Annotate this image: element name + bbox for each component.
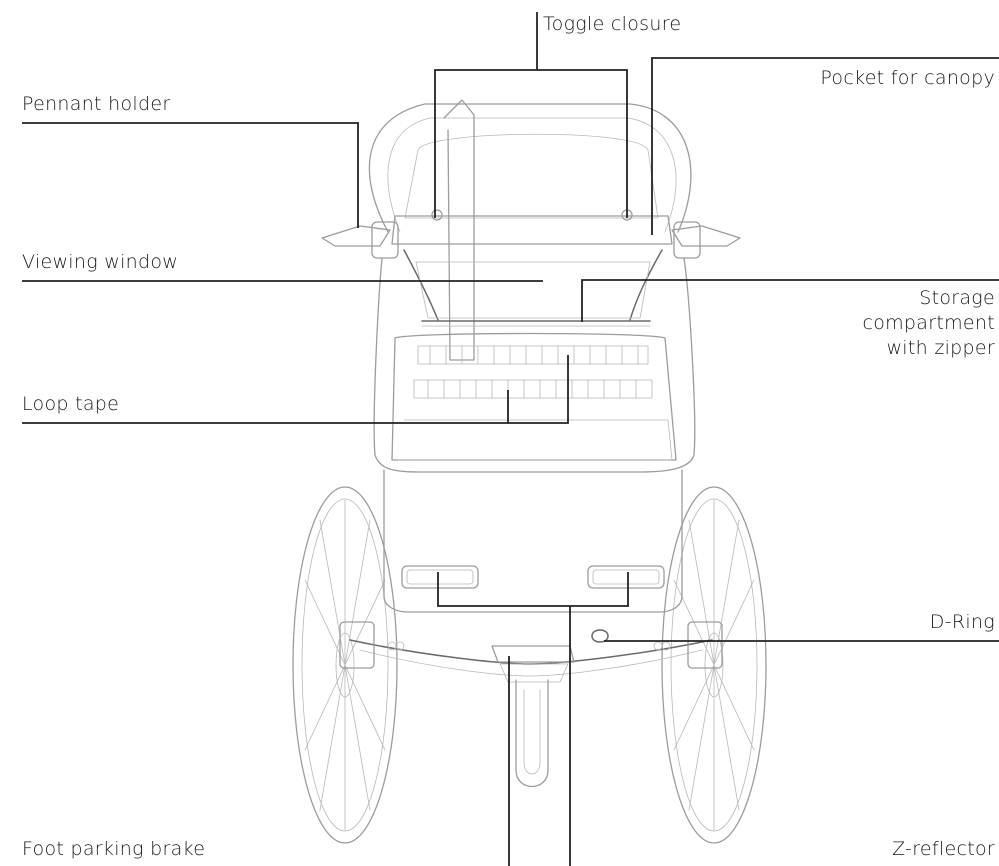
label-storage-line3: with zipper bbox=[886, 337, 995, 359]
label-storage-compartment: Storage compartment with zipper bbox=[862, 286, 995, 361]
pocket-for-canopy-leader bbox=[651, 57, 999, 235]
label-loop-tape: Loop tape bbox=[22, 393, 120, 415]
loop-tape-leader-b bbox=[508, 355, 569, 424]
right-wheel bbox=[661, 486, 767, 844]
label-pennant-holder: Pennant holder bbox=[22, 93, 171, 115]
label-z-reflector: Z-reflector bbox=[892, 838, 995, 860]
pennant-holder-leader bbox=[22, 122, 359, 228]
label-foot-parking-brake: Foot parking brake bbox=[22, 838, 206, 860]
storage-compartment-leader bbox=[581, 279, 999, 322]
label-storage-line2: compartment bbox=[862, 312, 995, 334]
z-reflector-bracket bbox=[437, 572, 629, 607]
label-toggle-closure: Toggle closure bbox=[543, 13, 682, 35]
label-storage-line1: Storage bbox=[919, 287, 995, 309]
toggle-closure-bracket bbox=[434, 69, 628, 218]
label-viewing-window: Viewing window bbox=[22, 251, 179, 273]
left-wheel bbox=[292, 486, 398, 844]
label-pocket-for-canopy: Pocket for canopy bbox=[820, 67, 995, 89]
label-d-ring: D-Ring bbox=[929, 611, 995, 633]
loop-tape-rows bbox=[413, 345, 653, 399]
